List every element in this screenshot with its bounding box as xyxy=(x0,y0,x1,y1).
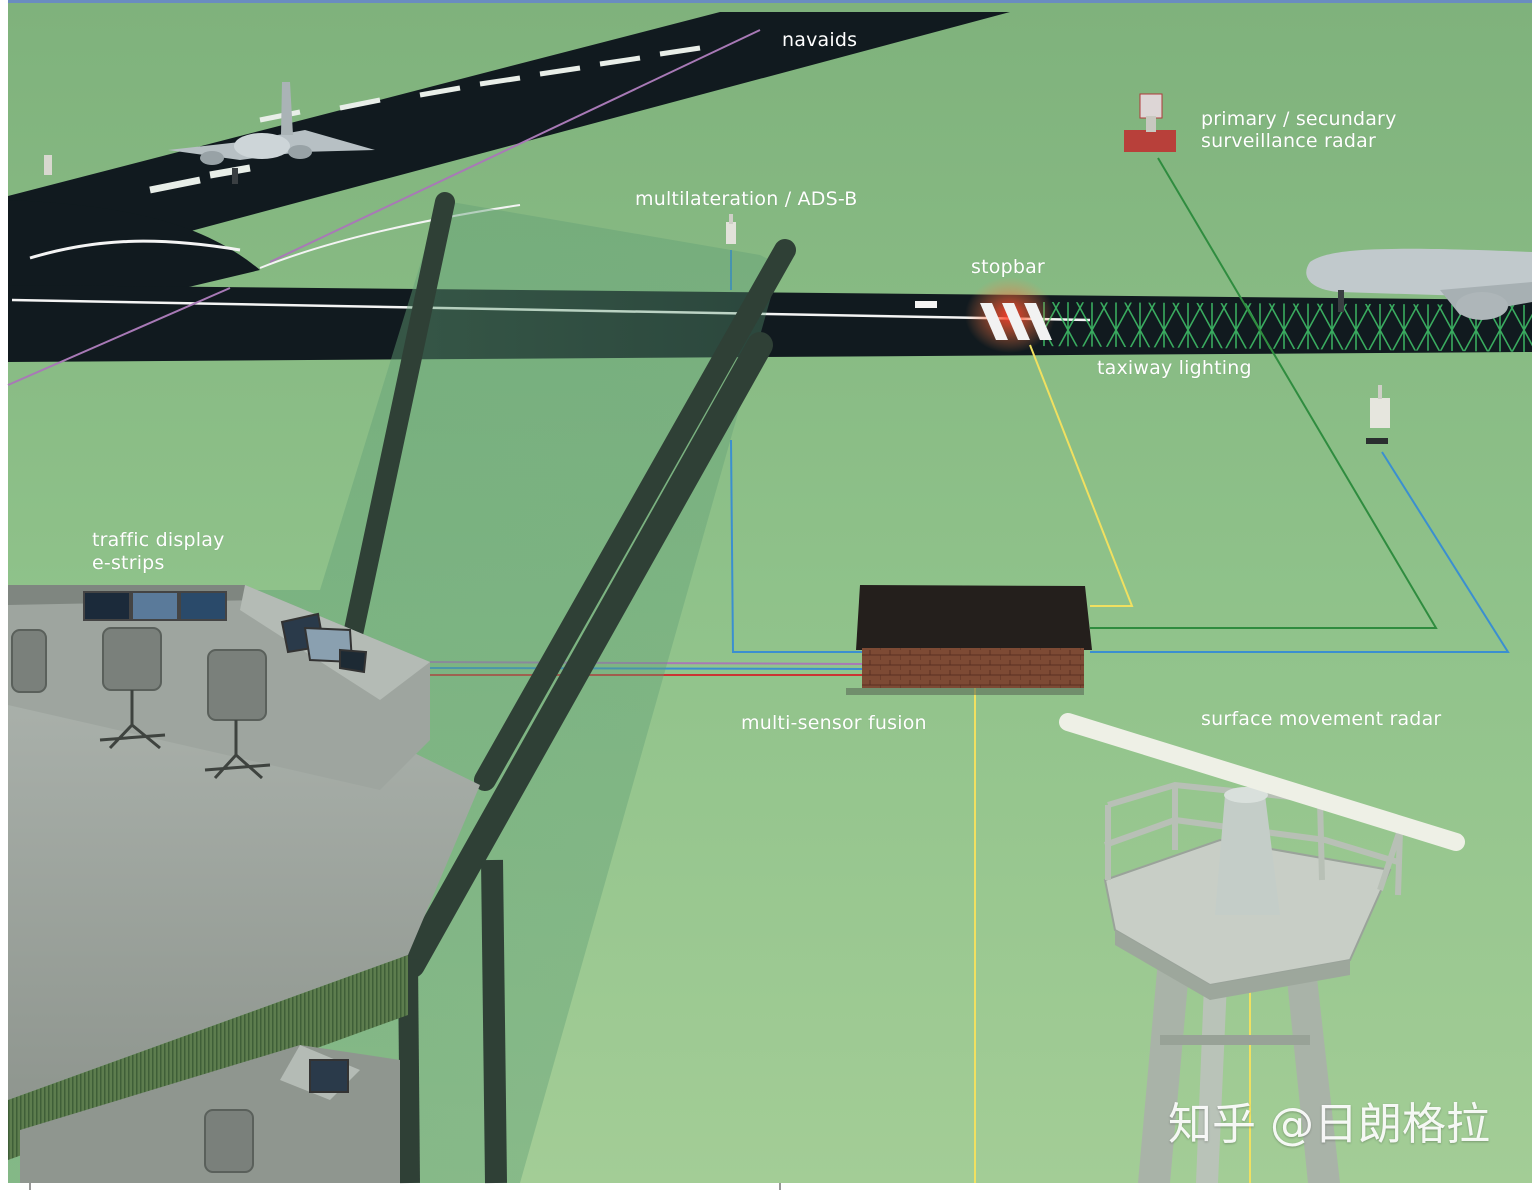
label-stopbar: stopbar xyxy=(971,256,1045,278)
top-edge xyxy=(8,0,1532,3)
fusion-building xyxy=(846,585,1092,695)
navaid-line xyxy=(7,29,761,386)
runway xyxy=(8,12,1010,270)
taxiway xyxy=(8,200,1532,362)
smr-antenna xyxy=(1059,713,1465,851)
radar-line xyxy=(1090,157,1438,629)
stopbar-line xyxy=(1029,344,1134,607)
surveillance-radar-unit xyxy=(1124,93,1176,152)
navaid-antenna xyxy=(44,155,52,175)
label-surveillance-radar-line2: surveillance radar xyxy=(1201,130,1376,152)
label-multi-sensor-fusion: multi-sensor fusion xyxy=(741,712,927,734)
label-e-strips: e-strips xyxy=(92,552,165,574)
label-taxiway-lighting: taxiway lighting xyxy=(1097,357,1252,379)
mlat-sensor xyxy=(726,214,736,244)
aircraft-runway xyxy=(168,82,375,184)
label-surface-movement-radar: surface movement radar xyxy=(1201,708,1442,730)
label-traffic-display: traffic display xyxy=(92,529,225,551)
label-surveillance-radar-line1: primary / secundary xyxy=(1201,108,1397,130)
watermark: 知乎 @日朗格拉 xyxy=(1168,1099,1490,1150)
console-upper xyxy=(8,585,430,790)
stopbar-marking xyxy=(965,277,1055,353)
mlat-sensor-right xyxy=(1366,385,1390,444)
label-multilateration: multilateration / ADS-B xyxy=(635,188,858,210)
smr-tower xyxy=(1059,713,1465,1183)
aircraft-taxiway xyxy=(1306,248,1532,320)
label-navaids: navaids xyxy=(782,29,858,51)
mlat-right-line xyxy=(1090,451,1510,653)
console-lower xyxy=(20,1045,400,1183)
